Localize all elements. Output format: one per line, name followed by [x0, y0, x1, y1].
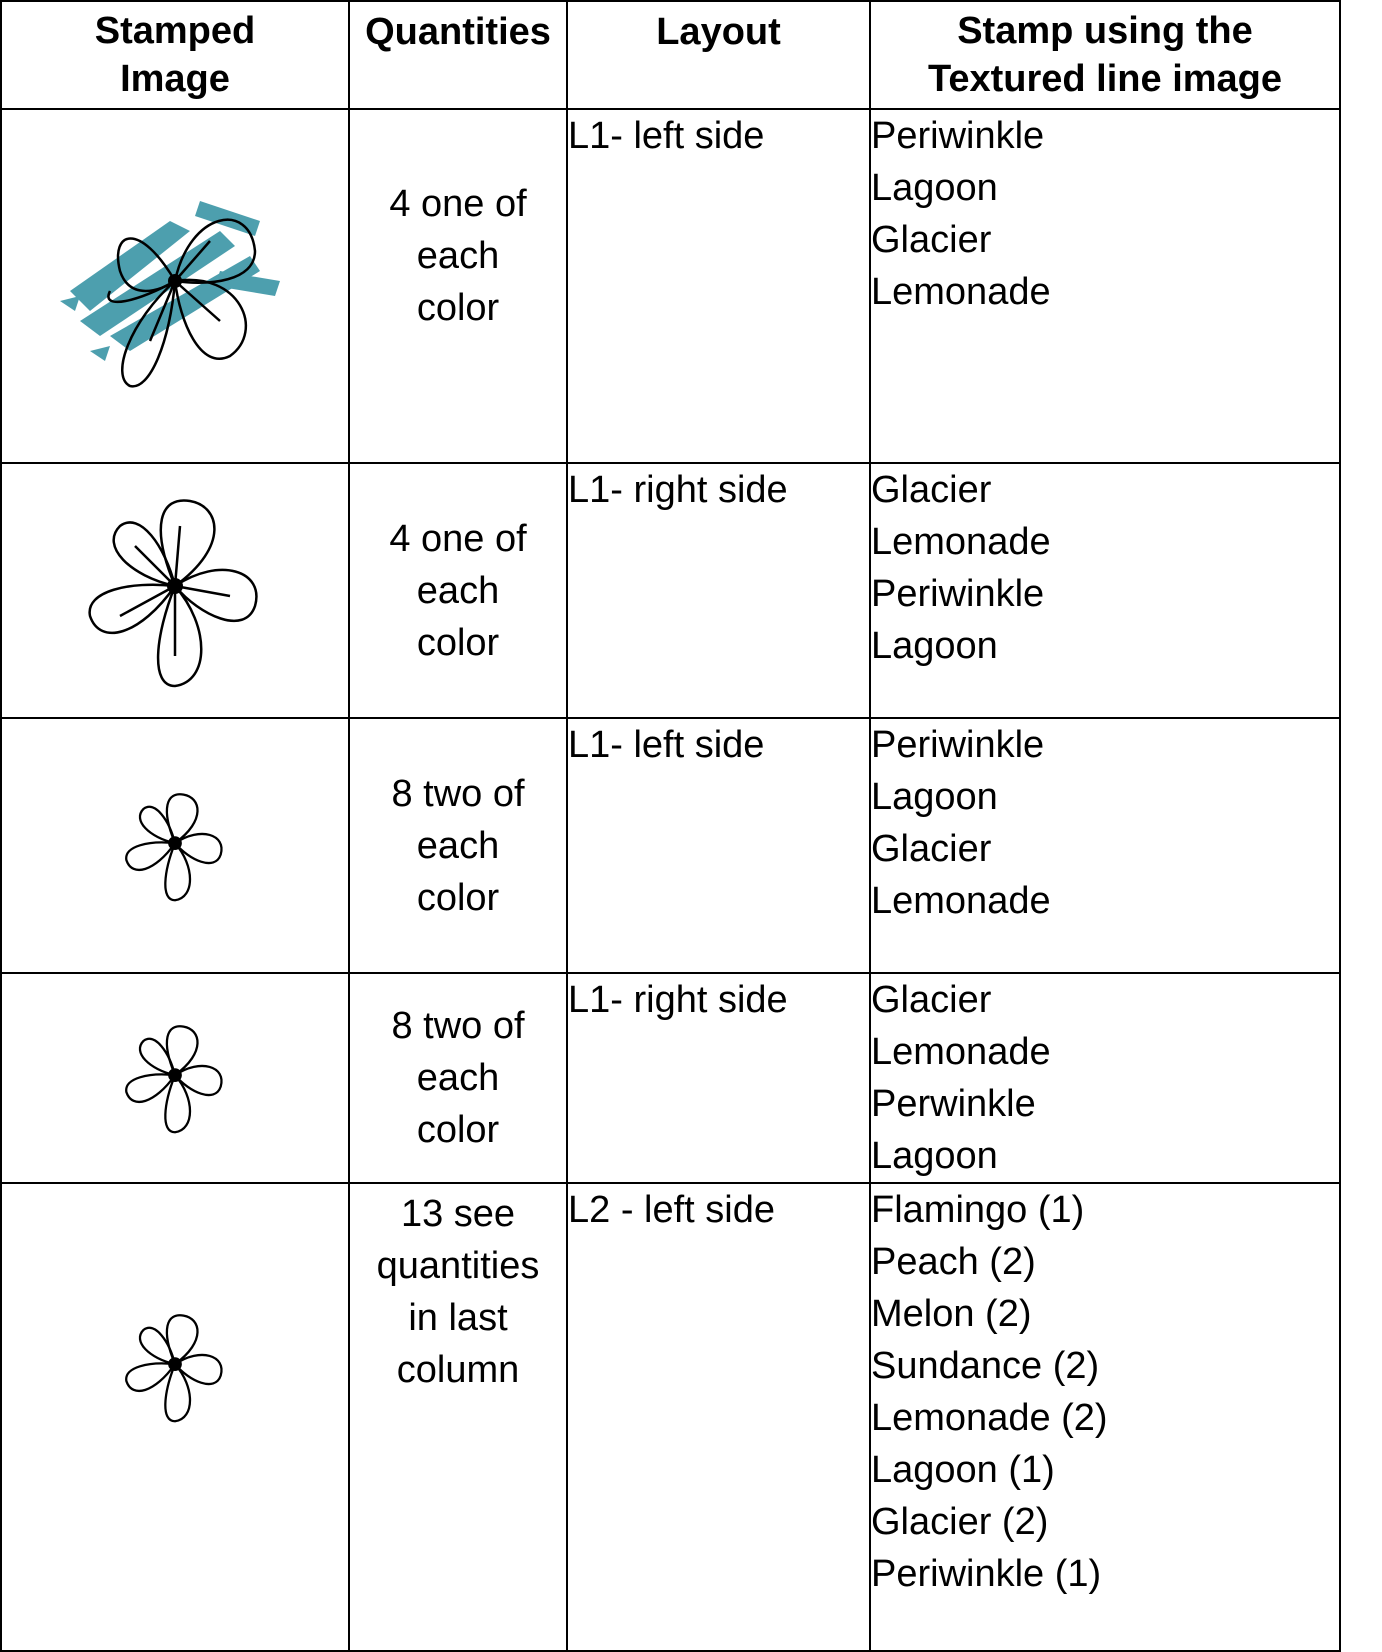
quantity-text: each [416, 235, 500, 277]
quantity-cell: 8 two of each color [348, 972, 568, 1184]
color-name: Lemonade [871, 271, 1051, 313]
color-name: Glacier (2) [871, 1501, 1049, 1543]
color-name: Lemonade [871, 880, 1051, 922]
quantity-text: each [416, 569, 500, 612]
header-text: Stamped [94, 10, 256, 52]
color-name: Lagoon [871, 625, 998, 667]
color-name: Glacier [871, 219, 992, 261]
quantity-text: 8 two of [391, 1005, 525, 1047]
quantity-text: color [416, 621, 500, 664]
stamped-image-cell [0, 108, 350, 464]
quantity-text: 8 two of [391, 772, 525, 815]
color-name: Lagoon [871, 167, 998, 209]
layout-cell: L2 - left side [566, 1182, 871, 1652]
header-text: Textured line image [927, 58, 1283, 100]
quantity-cell: 4 one of each color [348, 108, 568, 464]
layout-cell: L1- left side [566, 108, 871, 464]
header-stamped-image: Stamped Image [0, 0, 350, 110]
layout-text: L1- right side [568, 979, 788, 1021]
color-name: Perwinkle [871, 1083, 1036, 1125]
large-flower-outline-icon [88, 498, 258, 687]
stamped-image-cell [0, 1182, 350, 1652]
layout-cell: L1- left side [566, 717, 871, 974]
quantity-text: 4 one of [389, 183, 527, 225]
quantity-text: 13 see [400, 1193, 516, 1235]
table-row: 13 see quantities in last column L2 - le… [0, 1182, 1341, 1652]
color-name: Periwinkle (1) [871, 1553, 1102, 1595]
header-layout: Layout [566, 0, 871, 110]
stamped-image-cell [0, 717, 350, 974]
header-text: Stamp using the [957, 10, 1253, 52]
color-name: Peach (2) [871, 1241, 1036, 1283]
quantity-cell: 13 see quantities in last column [348, 1182, 568, 1652]
small-flower-outline-icon [125, 1314, 223, 1423]
color-name: Lemonade (2) [871, 1397, 1108, 1439]
quantity-text: color [416, 1109, 500, 1151]
stamp-colors-cell: Glacier Lemonade Perwinkle Lagoon [869, 972, 1341, 1184]
header-quantities: Quantities [348, 0, 568, 110]
small-flower-outline-icon [125, 792, 223, 901]
textured-flower-icon [60, 201, 280, 388]
quantity-cell: 4 one of each color [348, 462, 568, 719]
layout-cell: L1- right side [566, 462, 871, 719]
layout-text: L1- left side [568, 115, 765, 157]
color-name: Lagoon (1) [871, 1449, 1055, 1491]
stamped-image-cell [0, 972, 350, 1184]
header-stamp-colors: Stamp using the Textured line image [869, 0, 1341, 110]
color-name: Periwinkle [871, 724, 1045, 766]
stamp-instructions-table: Stamped Image Quantities Layout Stamp us… [0, 0, 1341, 1652]
small-flower-outline-icon [125, 1025, 223, 1134]
color-name: Lagoon [871, 776, 998, 818]
layout-text: L1- left side [568, 724, 765, 766]
color-name: Periwinkle [871, 115, 1045, 157]
stamp-colors-cell: Periwinkle Lagoon Glacier Lemonade [869, 717, 1341, 974]
table-row: 8 two of each color L1- right side Glaci… [0, 972, 1341, 1184]
table-header-row: Stamped Image Quantities Layout Stamp us… [0, 0, 1341, 110]
quantity-text: color [416, 287, 500, 329]
layout-cell: L1- right side [566, 972, 871, 1184]
quantity-text: each [416, 824, 500, 867]
layout-text: L1- right side [568, 469, 788, 511]
header-text: Quantities [365, 11, 551, 53]
table-row: 4 one of each color L1- right side Glaci… [0, 462, 1341, 719]
quantity-text: color [416, 876, 500, 919]
header-text: Layout [656, 11, 781, 53]
color-name: Glacier [871, 469, 992, 511]
color-name: Glacier [871, 828, 992, 870]
quantity-text: column [396, 1349, 520, 1391]
color-name: Flamingo (1) [871, 1189, 1085, 1231]
color-name: Periwinkle [871, 573, 1045, 615]
table-row: 4 one of each color L1- left side Periwi… [0, 108, 1341, 464]
quantity-text: quantities [376, 1245, 540, 1287]
color-name: Sundance (2) [871, 1345, 1100, 1387]
color-name: Lagoon [871, 1135, 998, 1177]
stamp-colors-cell: Periwinkle Lagoon Glacier Lemonade [869, 108, 1341, 464]
quantity-cell: 8 two of each color [348, 717, 568, 974]
color-name: Glacier [871, 979, 992, 1021]
quantity-text: 4 one of [389, 517, 527, 560]
header-text: Image [120, 58, 230, 100]
stamp-colors-cell: Glacier Lemonade Periwinkle Lagoon [869, 462, 1341, 719]
quantity-text: each [416, 1057, 500, 1099]
table-row: 8 two of each color L1- left side Periwi… [0, 717, 1341, 974]
stamp-colors-cell: Flamingo (1) Peach (2) Melon (2) Sundanc… [869, 1182, 1341, 1652]
color-name: Lemonade [871, 1031, 1051, 1073]
quantity-text: in last [408, 1297, 508, 1339]
layout-text: L2 - left side [568, 1189, 775, 1231]
color-name: Lemonade [871, 521, 1051, 563]
color-name: Melon (2) [871, 1293, 1032, 1335]
stamped-image-cell [0, 462, 350, 719]
